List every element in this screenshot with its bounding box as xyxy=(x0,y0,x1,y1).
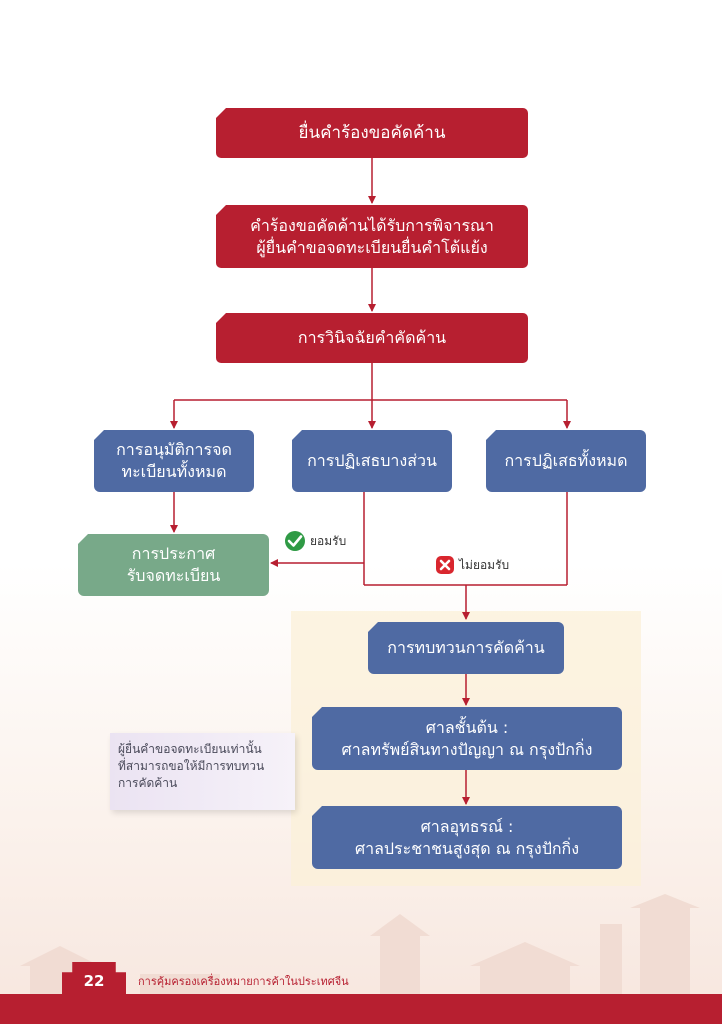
page-number: 22 xyxy=(62,962,126,996)
opposition-decision-label: การวินิจฉัยคำคัดค้าน xyxy=(297,328,447,348)
reexamination-label: การทบทวนการคัดค้าน xyxy=(387,638,545,658)
first-instance-court-box: ศาลชั้นต้น : ศาลทรัพย์สินทางปัญญา ณ กรุง… xyxy=(312,707,622,770)
accept-label: ยอมรับ xyxy=(310,533,347,548)
applicant-note: ผู้ยื่นคำขอจดทะเบียนเท่านั้น ที่สามารถขอ… xyxy=(110,733,295,810)
registration-announcement-line2: รับจดทะเบียน xyxy=(126,566,221,585)
opposition-review-line2: ผู้ยื่นคำขอจดทะเบียนยื่นคำโต้แย้ง xyxy=(256,237,488,257)
full-approval-line1: การอนุมัติการจด xyxy=(116,440,232,460)
applicant-note-line3: การคัดค้าน xyxy=(118,775,178,790)
full-approval-box: การอนุมัติการจด ทะเบียนทั้งหมด xyxy=(94,430,254,492)
registration-announcement-box: การประกาศ รับจดทะเบียน xyxy=(78,534,269,596)
file-opposition-box: ยื่นคำร้องขอคัดค้าน xyxy=(216,108,528,158)
not-accept-label: ไม่ยอมรับ xyxy=(459,557,510,572)
not-accept-label-group: ไม่ยอมรับ xyxy=(435,555,509,575)
appeal-court-line1: ศาลอุทธรณ์ : xyxy=(420,816,514,836)
full-approval-line2: ทะเบียนทั้งหมด xyxy=(121,462,227,481)
opposition-review-box: คำร้องขอคัดค้านได้รับการพิจารณา ผู้ยื่นค… xyxy=(216,205,528,268)
applicant-note-line2: ที่สามารถขอให้มีการทบทวน xyxy=(118,758,265,773)
registration-announcement-line1: การประกาศ xyxy=(131,544,216,564)
partial-rejection-box: การปฏิเสธบางส่วน xyxy=(292,430,452,492)
file-opposition-label: ยื่นคำร้องขอคัดค้าน xyxy=(298,122,446,143)
full-rejection-box: การปฏิเสธทั้งหมด xyxy=(486,430,646,492)
first-instance-court-line1: ศาลชั้นต้น : xyxy=(425,717,509,737)
applicant-note-line1: ผู้ยื่นคำขอจดทะเบียนเท่านั้น xyxy=(118,742,262,756)
cross-icon xyxy=(436,556,454,574)
footer-bar xyxy=(0,994,722,1024)
accept-label-group: ยอมรับ xyxy=(284,530,346,552)
opposition-review-line1: คำร้องขอคัดค้านได้รับการพิจารณา xyxy=(250,215,494,235)
check-icon xyxy=(285,531,305,551)
partial-rejection-label: การปฏิเสธบางส่วน xyxy=(307,451,437,471)
full-rejection-label: การปฏิเสธทั้งหมด xyxy=(504,451,628,471)
appeal-court-line2: ศาลประชาชนสูงสุด ณ กรุงปักกิ่ง xyxy=(354,838,580,858)
opposition-decision-box: การวินิจฉัยคำคัดค้าน xyxy=(216,313,528,363)
appeal-court-box: ศาลอุทธรณ์ : ศาลประชาชนสูงสุด ณ กรุงปักก… xyxy=(312,806,622,869)
footer-title: การคุ้มครองเครื่องหมายการค้าในประเทศจีน xyxy=(138,975,349,988)
first-instance-court-line2: ศาลทรัพย์สินทางปัญญา ณ กรุงปักกิ่ง xyxy=(341,739,593,759)
reexamination-box: การทบทวนการคัดค้าน xyxy=(368,622,564,674)
